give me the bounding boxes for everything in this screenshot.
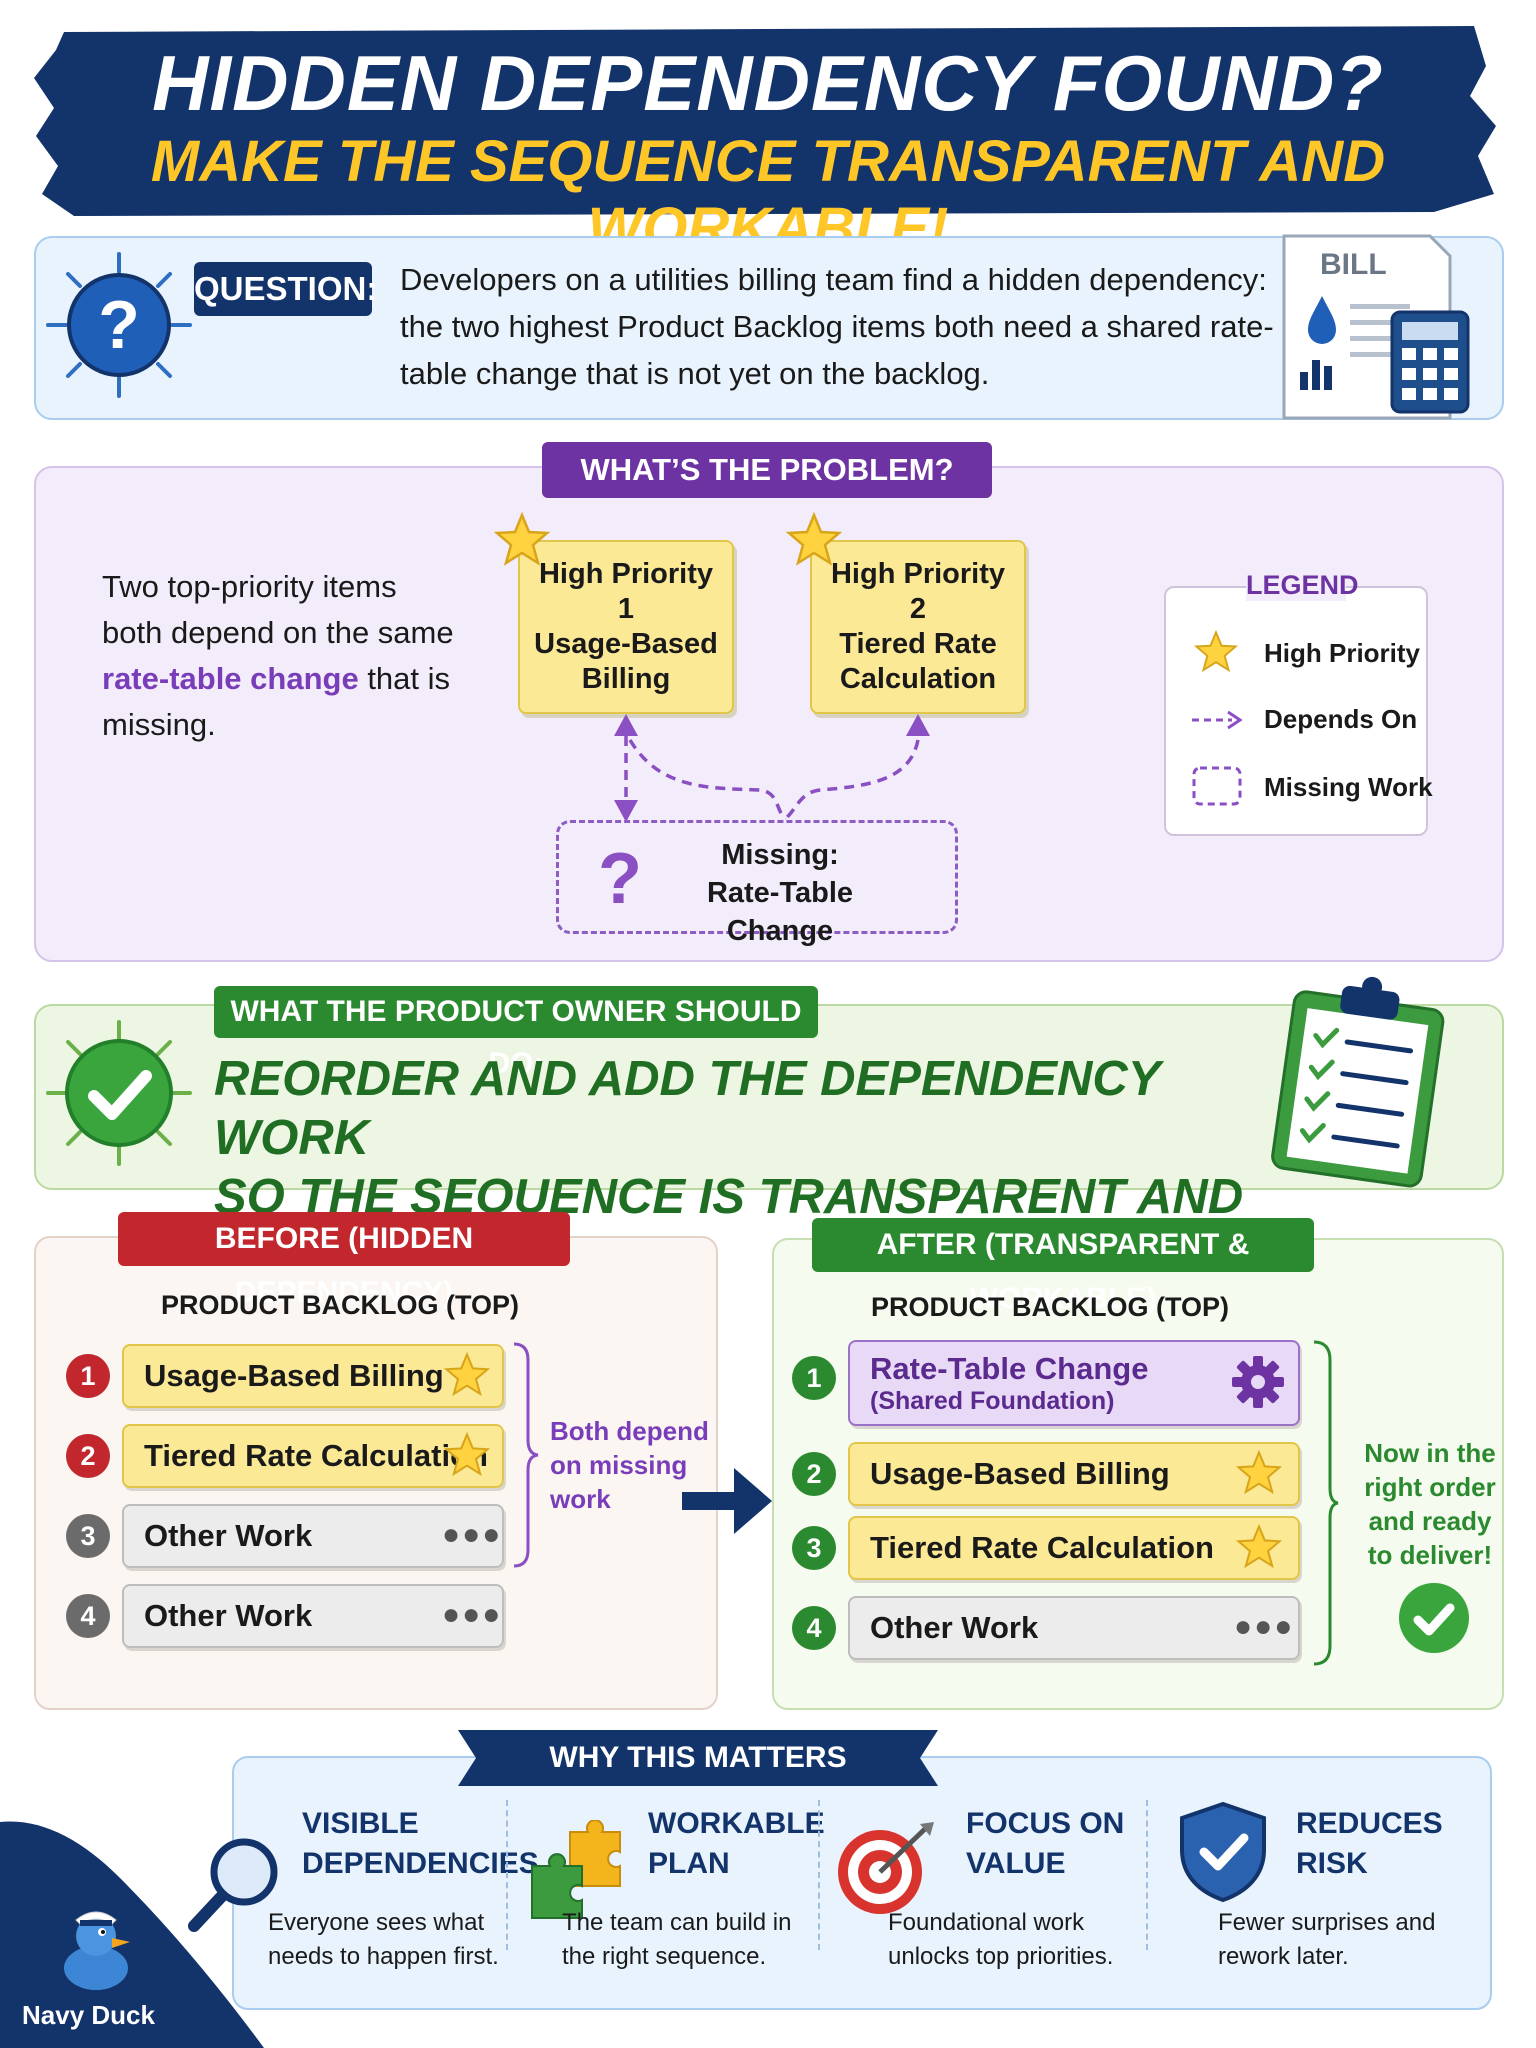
- legend-high-priority: High Priority: [1264, 638, 1421, 668]
- after-item-rate-table-change: Rate-Table Change (Shared Foundation): [848, 1340, 1300, 1426]
- after-rank-4: 4: [792, 1606, 836, 1650]
- before-rank-3: 3: [66, 1514, 110, 1558]
- svg-text:?: ?: [98, 287, 140, 363]
- title-banner-brush: [34, 26, 1496, 216]
- brand-name: Navy Duck: [22, 2000, 155, 2030]
- before-item-tiered-rate-calculation: Tiered Rate Calculation: [122, 1424, 504, 1488]
- problem-tab: WHAT’S THE PROBLEM?: [542, 442, 992, 498]
- magnifier-icon: [188, 1838, 278, 1932]
- star-icon: [444, 1352, 490, 1397]
- why-divider: [1146, 1800, 1148, 1950]
- legend-star-icon: [1194, 630, 1238, 673]
- why-divider: [818, 1800, 820, 1950]
- legend-title: LEGEND: [1246, 570, 1359, 601]
- more-dots-icon: ●●●: [1234, 1610, 1295, 1643]
- legend-box: [1164, 586, 1428, 836]
- before-bracket: [513, 1342, 539, 1568]
- footer-corner: [0, 1821, 264, 2048]
- question-label: QUESTION:: [194, 262, 377, 316]
- puzzle-pieces-icon: [531, 1820, 621, 1919]
- why-tab: WHY THIS MATTERS: [549, 1741, 847, 1774]
- after-backlog-heading: PRODUCT BACKLOG (TOP): [871, 1292, 1229, 1322]
- highlight-rate-table-change: rate-table change: [102, 661, 359, 696]
- dependency-arrows: [614, 714, 930, 822]
- check-circle-icon: [46, 1020, 192, 1166]
- star-icon: [786, 512, 842, 566]
- before-item-other-work: Other Work: [122, 1584, 504, 1648]
- question-text: Developers on a utilities billing team f…: [400, 262, 1274, 391]
- question-mark-icon: ?: [46, 252, 192, 398]
- after-item-usage-based-billing: Usage-Based Billing: [848, 1442, 1300, 1506]
- after-item-tiered-rate-calculation: Tiered Rate Calculation: [848, 1516, 1300, 1580]
- action-tab: WHAT THE PRODUCT OWNER SHOULD DO:: [214, 986, 818, 1080]
- legend-dashed-box-icon: [1192, 766, 1242, 806]
- after-rank-3: 3: [792, 1526, 836, 1570]
- missing-question-icon: ?: [598, 839, 642, 919]
- after-rank-1: 1: [792, 1356, 836, 1400]
- before-rank-4: 4: [66, 1594, 110, 1638]
- utility-bill-calculator-icon: BILL: [1282, 234, 1470, 420]
- clipboard-checklist-icon: [1271, 976, 1445, 1188]
- before-note: Both depend on missing work: [550, 1416, 709, 1514]
- missing-work-label: Missing:Rate-Table Change: [706, 839, 854, 947]
- after-bracket: [1313, 1340, 1339, 1666]
- before-item-usage-based-billing: Usage-Based Billing: [122, 1344, 504, 1408]
- duck-mascot-icon: [64, 1911, 130, 1990]
- check-circle-icon: [1399, 1583, 1469, 1653]
- after-item-other-work: Other Work: [848, 1596, 1300, 1660]
- legend-dashed-arrow-icon: [1192, 710, 1243, 730]
- missing-work-box: [556, 820, 958, 934]
- legend-missing-work: Missing Work: [1264, 772, 1433, 802]
- legend-depends-on: Depends On: [1264, 704, 1418, 734]
- star-icon: [1236, 1524, 1282, 1569]
- before-backlog-heading: PRODUCT BACKLOG (TOP): [161, 1290, 519, 1320]
- before-tab: BEFORE (HIDDEN DEPENDENCY): [118, 1212, 570, 1309]
- before-rank-2: 2: [66, 1434, 110, 1478]
- star-icon: [494, 512, 550, 566]
- bill-label: BILL: [1320, 248, 1387, 281]
- shield-check-icon: [1180, 1801, 1266, 1903]
- after-note: Now in the right order and ready to deli…: [1364, 1438, 1496, 1570]
- arrow-right-icon: [682, 1468, 772, 1534]
- more-dots-icon: ●●●: [442, 1518, 503, 1551]
- gear-icon: [1232, 1356, 1284, 1408]
- before-rank-1: 1: [66, 1354, 110, 1398]
- more-dots-icon: ●●●: [442, 1598, 503, 1631]
- after-tab: AFTER (TRANSPARENT & WORKABLE): [812, 1218, 1314, 1315]
- why-ribbon: [458, 1730, 938, 1786]
- star-icon: [1236, 1450, 1282, 1495]
- star-icon: [444, 1432, 490, 1477]
- before-item-other-work: Other Work: [122, 1504, 504, 1568]
- why-divider: [506, 1800, 508, 1950]
- target-icon: [838, 1822, 934, 1914]
- main-title: HIDDEN DEPENDENCY FOUND?: [152, 39, 1384, 127]
- after-rank-2: 2: [792, 1452, 836, 1496]
- problem-text: Two top-priority items both depend on th…: [102, 569, 454, 742]
